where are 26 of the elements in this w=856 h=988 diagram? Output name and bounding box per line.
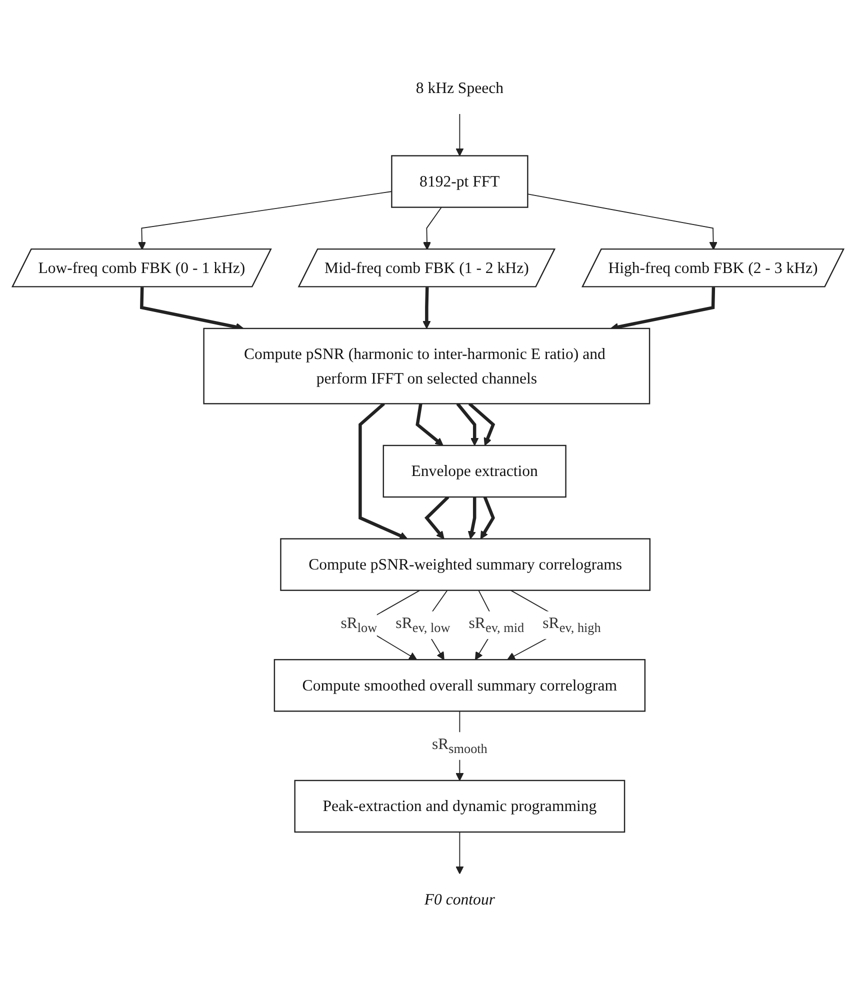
- arrow: [468, 497, 476, 540]
- edge-label: sR$_{ev, low}$: [396, 614, 450, 636]
- node-box: Compute pSNR-weighted summary correlograms: [280, 538, 651, 592]
- arrow: [480, 496, 495, 540]
- node-box: Peak-extraction and dynamic programming: [294, 780, 626, 833]
- arrow: [358, 402, 408, 540]
- edge-label: sR$_{smooth}$: [432, 734, 488, 757]
- edge-label: sR$_{ev, mid}$: [468, 614, 524, 636]
- arrow: [416, 404, 444, 446]
- node-box: Compute smoothed overall summary correlogram: [274, 659, 646, 712]
- node-box: 8192-pt FFT: [391, 155, 528, 208]
- node-text: F0 contour: [424, 890, 495, 908]
- arrow: [456, 832, 464, 874]
- arrow: [456, 402, 479, 446]
- arrow: [422, 287, 431, 329]
- arrow: [424, 496, 450, 540]
- arrow: [527, 194, 718, 250]
- node-text: 8 kHz Speech: [416, 79, 504, 97]
- arrow: [138, 191, 392, 250]
- arrow: [468, 402, 496, 446]
- node-box: Envelope extraction: [382, 444, 566, 498]
- arrow: [422, 206, 442, 250]
- edge-label: sR$_{ev, high}$: [542, 614, 601, 636]
- node-box: Compute pSNR (harmonic to inter-harmonic E ratio) and perform IFFT on selected channels: [203, 328, 650, 404]
- arrow: [456, 114, 464, 156]
- edge-label: sR$_{low}$: [340, 614, 378, 636]
